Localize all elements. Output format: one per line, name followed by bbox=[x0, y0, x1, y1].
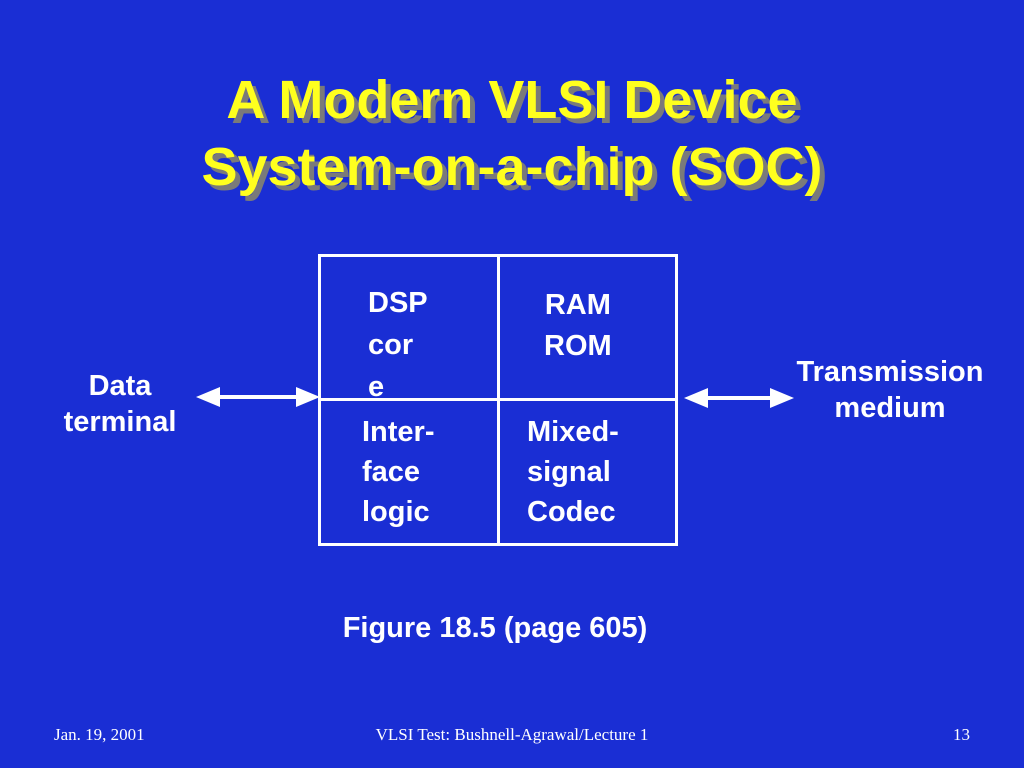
footer-lecture-info: VLSI Test: Bushnell-Agrawal/Lecture 1 bbox=[375, 725, 649, 744]
data-terminal-label: Data terminal bbox=[63, 370, 177, 438]
slide-title-line-1: A Modern VLSI Device bbox=[226, 70, 798, 130]
interface-logic-block: Inter- face logic bbox=[362, 416, 435, 528]
figure-caption: Figure 18.5 (page 605) bbox=[342, 612, 648, 644]
mixed-signal-codec-block: Mixed- signal Codec bbox=[527, 416, 619, 528]
slide-title-line-2: System-on-a-chip (SOC) bbox=[201, 137, 823, 197]
footer-date: Jan. 19, 2001 bbox=[54, 725, 145, 744]
dsp-core-block: DSP cor e bbox=[368, 287, 428, 403]
footer-page-number: 13 bbox=[953, 725, 970, 744]
ram-rom-block: RAM ROM bbox=[544, 289, 612, 362]
chip-horizontal-divider bbox=[318, 398, 678, 401]
transmission-medium-label: Transmission medium bbox=[796, 356, 984, 424]
right-double-arrow bbox=[684, 388, 794, 408]
left-double-arrow bbox=[196, 387, 320, 407]
